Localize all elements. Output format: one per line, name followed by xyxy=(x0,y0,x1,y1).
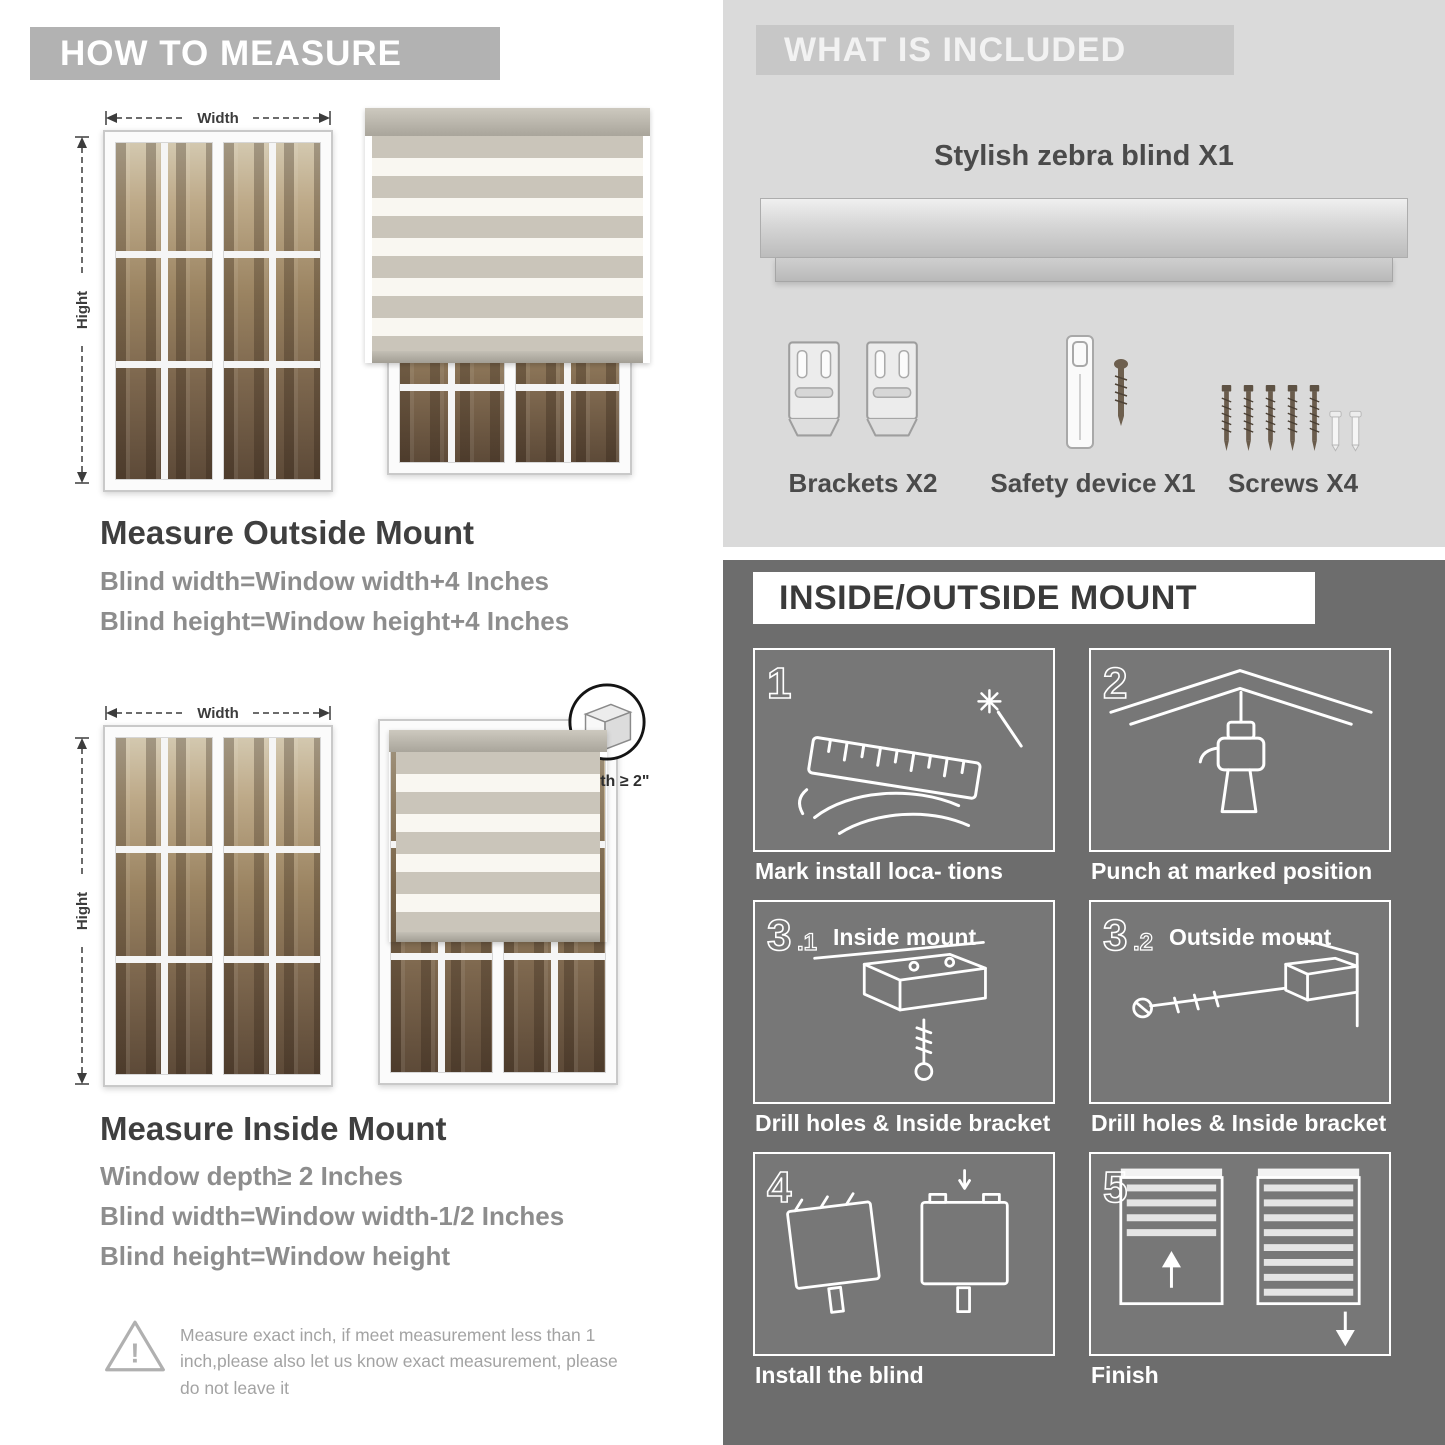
wall-anchor-icon xyxy=(1349,410,1362,452)
screw-icon xyxy=(1221,384,1232,452)
how-to-measure-title: HOW TO MEASURE xyxy=(60,33,402,73)
step-panel-4: 4 xyxy=(753,1152,1055,1356)
outside-mount-line1: Blind width=Window width+4 Inches xyxy=(100,566,549,596)
warning-text: Measure exact inch, if meet measurement … xyxy=(180,1325,618,1398)
height-label: Hight xyxy=(74,291,91,329)
how-to-measure-banner: HOW TO MEASURE xyxy=(30,27,500,80)
window-pane xyxy=(115,737,213,1075)
step-caption-1: Mark install loca- tions xyxy=(755,858,1003,884)
outside-mount-line2: Blind height=Window height+4 Inches xyxy=(100,606,570,636)
width-arrow-icon: Width xyxy=(105,110,331,127)
mount-title: INSIDE/OUTSIDE MOUNT xyxy=(779,578,1198,617)
bracket-icon xyxy=(788,341,840,437)
inside-mount-line1: Window depth≥ 2 Inches xyxy=(100,1161,403,1191)
outside-mount-heading: Measure Outside Mount xyxy=(100,514,475,551)
width-label: Width xyxy=(197,110,239,127)
height-label: Hight xyxy=(74,892,91,930)
safety-device-illustration xyxy=(1045,330,1155,465)
mark-location-illustration xyxy=(798,689,1023,835)
step-panel-3-2: 3 .2 Outside mount xyxy=(1089,900,1391,1104)
blind-stripes xyxy=(396,752,600,932)
window-pane xyxy=(223,142,321,480)
screw-icon xyxy=(1265,384,1276,452)
inside-mount-line2: Blind width=Window width-1/2 Inches xyxy=(100,1201,565,1231)
blind-cassette xyxy=(389,730,607,752)
headrail-illustration xyxy=(760,198,1408,258)
step-panel-2: 2 xyxy=(1089,648,1391,852)
screw-icon xyxy=(1243,384,1254,452)
step-title: Outside mount xyxy=(1169,924,1332,950)
step-number: 3 .1 xyxy=(766,910,817,960)
svg-text:.1: .1 xyxy=(797,929,817,956)
inside-mount-figure: Width Hight xyxy=(70,683,670,1105)
window-pane xyxy=(223,737,321,1075)
safety-device-icon xyxy=(1066,335,1128,449)
blind-bottom-rail xyxy=(396,932,600,942)
blind-cassette xyxy=(365,108,650,136)
step-panel-5: 5 xyxy=(1089,1152,1391,1356)
mount-instructions-section: INSIDE/OUTSIDE MOUNT 1 xyxy=(723,560,1445,1445)
svg-text:4: 4 xyxy=(767,1163,792,1212)
step-panel-1: 1 xyxy=(753,648,1055,852)
screws-illustration xyxy=(1218,382,1363,454)
window-illustration xyxy=(103,725,333,1087)
inside-mount-line3: Blind height=Window height xyxy=(100,1241,450,1271)
outside-mount-figure: Width Hight xyxy=(70,100,660,500)
outside-bracket-illustration xyxy=(1132,937,1359,1028)
width-arrow-icon: Width xyxy=(105,705,331,722)
zebra-blind-inside xyxy=(389,730,607,942)
safety-device-label: Safety device X1 xyxy=(990,468,1196,498)
step-number: 1 xyxy=(766,658,792,708)
screw-icon xyxy=(1309,384,1320,452)
product-name: Stylish zebra blind X1 xyxy=(934,140,1234,172)
svg-text:1: 1 xyxy=(767,659,791,708)
screw-icon xyxy=(1287,384,1298,452)
svg-text:3: 3 xyxy=(1103,911,1127,960)
zebra-blind-illustration xyxy=(365,108,650,363)
step-caption-3-2: Drill holes & Inside bracket xyxy=(1091,1110,1387,1136)
screws-label: Screws X4 xyxy=(1227,468,1359,498)
step-caption-4: Install the blind xyxy=(755,1362,924,1388)
what-is-included-section: WHAT IS INCLUDED Stylish zebra blind X1 xyxy=(723,0,1445,547)
step-number: 4 xyxy=(766,1162,793,1212)
height-arrow-icon: Hight xyxy=(74,136,91,484)
bracket-icon xyxy=(866,341,918,437)
window-illustration xyxy=(103,130,333,492)
step-caption-5: Finish xyxy=(1091,1362,1159,1388)
finish-illustration xyxy=(1119,1168,1361,1347)
step-number: 3 .2 xyxy=(1102,910,1153,960)
svg-text:!: ! xyxy=(130,1337,139,1368)
svg-text:.2: .2 xyxy=(1133,929,1153,956)
step-caption-2: Punch at marked position xyxy=(1091,858,1373,884)
drill-illustration xyxy=(1109,669,1373,814)
height-arrow-icon: Hight xyxy=(74,737,91,1085)
step-number: 2 xyxy=(1102,658,1128,708)
inside-bracket-illustration xyxy=(813,941,987,1081)
what-is-included-title: WHAT IS INCLUDED xyxy=(784,30,1127,69)
blind-stripes xyxy=(372,136,643,351)
what-is-included-banner: WHAT IS INCLUDED xyxy=(756,25,1234,75)
window-pane xyxy=(115,142,213,480)
wall-anchor-icon xyxy=(1329,410,1342,452)
step-panel-3-1: 3 .1 Inside mount xyxy=(753,900,1055,1104)
svg-text:2: 2 xyxy=(1103,659,1127,708)
window-with-inside-blind xyxy=(378,719,618,1085)
install-blind-illustration xyxy=(786,1169,1009,1314)
width-label: Width xyxy=(197,705,239,722)
mount-banner: INSIDE/OUTSIDE MOUNT xyxy=(753,572,1315,624)
headrail-valance xyxy=(775,258,1393,282)
brackets-illustration xyxy=(783,338,923,442)
brackets-label: Brackets X2 xyxy=(788,468,938,498)
inside-mount-heading: Measure Inside Mount xyxy=(100,1110,447,1147)
svg-text:3: 3 xyxy=(767,911,791,960)
warning-icon: ! xyxy=(105,1320,165,1372)
step-caption-3-1: Drill holes & Inside bracket xyxy=(755,1110,1051,1136)
blind-bottom-rail xyxy=(372,351,643,363)
